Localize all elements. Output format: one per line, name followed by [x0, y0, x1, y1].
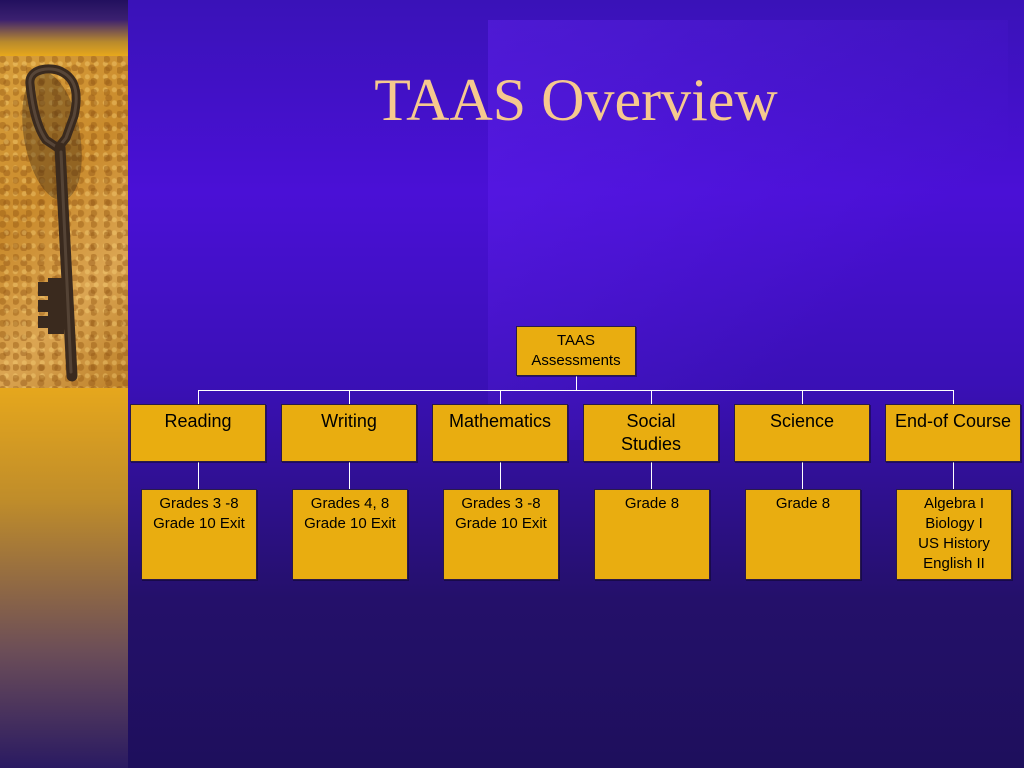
connector-to-writing	[349, 390, 350, 404]
detail-writing-line1: Grades 4, 8	[310, 495, 390, 512]
connector-horizontal	[198, 390, 954, 391]
connector-end-of-course-detail	[953, 462, 954, 489]
root-node-line2: Assessments	[531, 352, 621, 369]
connector-writing-detail	[349, 462, 350, 489]
node-social-studies: Social Studies	[583, 404, 719, 462]
node-mathematics: Mathematics	[432, 404, 568, 462]
left-decorative-band	[0, 0, 128, 768]
detail-reading-line1: Grades 3 -8	[159, 495, 239, 512]
detail-mathematics: Grades 3 -8 Grade 10 Exit	[443, 489, 559, 580]
slide-title: TAAS Overview	[374, 67, 778, 133]
detail-reading: Grades 3 -8 Grade 10 Exit	[141, 489, 257, 580]
node-end-of-course: End-of Course	[885, 404, 1021, 462]
detail-social-studies: Grade 8	[594, 489, 710, 580]
detail-end-of-course-line1: Algebra I	[923, 495, 985, 512]
detail-science: Grade 8	[745, 489, 861, 580]
connector-to-mathematics	[500, 390, 501, 404]
key-icon	[22, 64, 82, 382]
connector-to-science	[802, 390, 803, 404]
detail-end-of-course-line2: Biology I	[925, 515, 983, 532]
detail-writing: Grades 4, 8 Grade 10 Exit	[292, 489, 408, 580]
detail-writing-line2: Grade 10 Exit	[304, 515, 396, 532]
detail-end-of-course: Algebra I Biology I US History English I…	[896, 489, 1012, 580]
node-writing: Writing	[281, 404, 417, 462]
connector-mathematics-detail	[500, 462, 501, 489]
connector-to-reading	[198, 390, 199, 404]
detail-end-of-course-line4: English II	[923, 555, 985, 572]
connector-reading-detail	[198, 462, 199, 489]
detail-science-line1: Grade 8	[775, 495, 831, 512]
detail-end-of-course-line3: US History	[918, 535, 990, 552]
connector-root-down	[576, 376, 577, 390]
left-band-top-gradient	[0, 0, 128, 56]
node-science: Science	[734, 404, 870, 462]
detail-reading-line2: Grade 10 Exit	[153, 515, 245, 532]
connector-to-end-of-course	[953, 390, 954, 404]
node-reading: Reading	[130, 404, 266, 462]
connector-social-studies-detail	[651, 462, 652, 489]
key-photo	[0, 56, 128, 388]
connector-to-social-studies	[651, 390, 652, 404]
detail-mathematics-line2: Grade 10 Exit	[455, 515, 547, 532]
connector-science-detail	[802, 462, 803, 489]
root-node-taas-assessments: TAAS Assessments	[516, 326, 636, 376]
detail-mathematics-line1: Grades 3 -8	[461, 495, 541, 512]
detail-social-studies-line1: Grade 8	[624, 495, 680, 512]
root-node-line1: TAAS	[556, 332, 596, 349]
